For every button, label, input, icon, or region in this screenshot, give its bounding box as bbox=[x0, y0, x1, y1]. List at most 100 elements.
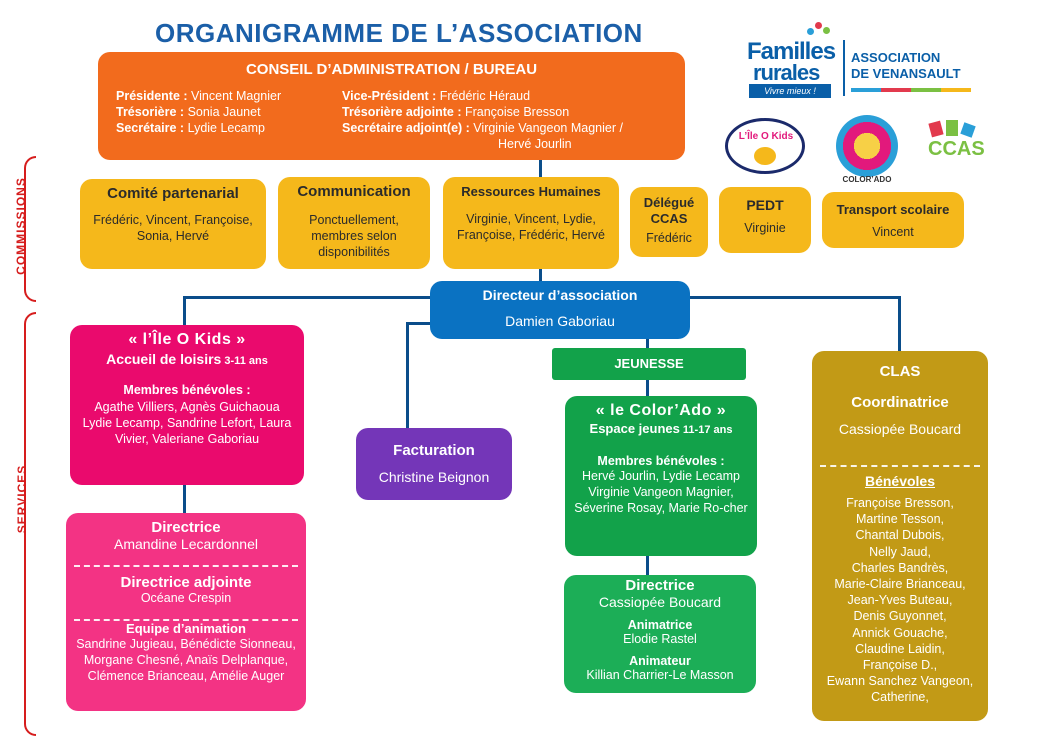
list-item: Denis Guyonnet, bbox=[853, 609, 947, 624]
services-label: SERVICES bbox=[15, 464, 29, 534]
commissions-label: COMMISSIONS bbox=[14, 177, 28, 275]
colorado-animateur-title: Animateur bbox=[629, 654, 691, 668]
colorado-title: « le Color’Ado » bbox=[595, 402, 727, 419]
ileokids-adjointe-name: Océane Crespin bbox=[140, 591, 232, 605]
commission-title: Délégué CCAS bbox=[643, 195, 695, 226]
commission-members: Virginie, Vincent, Lydie, Françoise, Fré… bbox=[457, 212, 605, 242]
connector bbox=[406, 322, 430, 325]
list-item: Ewann Sanchez Vangeon, bbox=[826, 674, 974, 689]
conseil-box: CONSEIL D’ADMINISTRATION / BUREAU Présid… bbox=[98, 52, 685, 160]
directeur-title: Directeur d’association bbox=[482, 287, 638, 303]
conseil-right-list: Vice-Président : Frédéric Héraud Trésori… bbox=[342, 88, 623, 152]
conseil-entry: Secrétaire adjoint(e) : Virginie Vangeon… bbox=[342, 121, 623, 135]
connector bbox=[898, 296, 901, 352]
conseil-title: CONSEIL D’ADMINISTRATION / BUREAU bbox=[245, 61, 538, 78]
connector bbox=[183, 483, 186, 515]
colorado-members: Hervé Jourlin, Lydie Lecamp Virginie Van… bbox=[574, 469, 748, 515]
commission-ressources-humaines: Ressources Humaines Virginie, Vincent, L… bbox=[443, 177, 619, 269]
list-item: Françoise Bresson, bbox=[846, 496, 954, 510]
colorado-animateur-name: Killian Charrier-Le Masson bbox=[586, 668, 734, 682]
conseil-entry: Vice-Président : Frédéric Héraud bbox=[342, 89, 531, 103]
conseil-left-list: Présidente : Vincent Magnier Trésorière … bbox=[116, 88, 281, 136]
logo-assoc-line2: DE VENANSAULT bbox=[851, 66, 961, 81]
ileokids-equipe-title: Equipe d’animation bbox=[126, 621, 246, 636]
connector bbox=[646, 338, 649, 350]
ileokids-box: « l’Île O Kids » Accueil de loisirs 3-11… bbox=[70, 325, 304, 485]
logo-brand-line1: Familles bbox=[747, 38, 836, 65]
divider bbox=[74, 619, 298, 621]
commission-members: Ponctuellement, membres selon disponibil… bbox=[309, 213, 399, 259]
commission-members: Frédéric bbox=[646, 231, 692, 245]
list-item: Claudine Laidin, bbox=[855, 641, 945, 656]
ileokids-subtitle-line: Accueil de loisirs 3-11 ans bbox=[70, 351, 304, 369]
colorado-directrice-name: Cassiopée Boucard bbox=[598, 594, 722, 610]
colorado-members-title: Membres bénévoles : bbox=[597, 454, 725, 468]
ileokids-subtitle: Accueil de loisirs bbox=[106, 351, 222, 367]
clas-benevoles-list: Françoise Bresson, Martine Tesson, Chant… bbox=[812, 495, 988, 706]
conseil-entry: Présidente : Vincent Magnier bbox=[116, 89, 282, 103]
clas-title: CLAS bbox=[879, 363, 921, 380]
list-item: Nelly Jaud, bbox=[869, 544, 931, 559]
conseil-entry: Trésorière : Sonia Jaunet bbox=[116, 105, 261, 119]
divider bbox=[74, 565, 298, 567]
logo-underline bbox=[851, 88, 971, 92]
connector bbox=[646, 380, 649, 396]
commission-title: Communication bbox=[297, 183, 411, 200]
directeur-box: Directeur d’association Damien Gaboriau bbox=[430, 281, 690, 339]
clas-coord-title: Coordinatrice bbox=[851, 394, 949, 411]
logo-assoc-line1: ASSOCIATION bbox=[851, 50, 941, 65]
commission-title: Comité partenarial bbox=[107, 185, 239, 202]
ileokids-directrice-name: Amandine Lecardonnel bbox=[114, 536, 258, 552]
colorado-logo: COLOR’ADO bbox=[836, 115, 898, 184]
commission-title: Transport scolaire bbox=[836, 202, 950, 217]
connector bbox=[183, 296, 431, 299]
commission-title: PEDT bbox=[746, 197, 784, 213]
colorado-staff-box: Directrice Cassiopée Boucard Animatrice … bbox=[564, 575, 756, 693]
divider bbox=[820, 465, 980, 467]
jeunesse-label-box: JEUNESSE bbox=[552, 348, 746, 380]
ileokids-title: « l’Île O Kids » bbox=[128, 331, 246, 348]
commission-delegue-ccas: Délégué CCAS Frédéric bbox=[630, 187, 708, 257]
connector bbox=[539, 268, 542, 282]
logo-brand-line2: rurales bbox=[753, 60, 820, 85]
connector bbox=[646, 556, 649, 576]
commission-members: Frédéric, Vincent, Françoise, Sonia, Her… bbox=[93, 213, 253, 243]
ileokids-logo: L’Île O Kids bbox=[725, 118, 805, 174]
colorado-subtitle: Espace jeunes bbox=[589, 421, 680, 436]
connector bbox=[406, 322, 409, 428]
conseil-entry: Trésorière adjointe : Françoise Bresson bbox=[342, 105, 570, 119]
commission-transport-scolaire: Transport scolaire Vincent bbox=[822, 192, 964, 248]
colorado-logo-text: COLOR’ADO bbox=[842, 175, 892, 184]
list-item: Catherine, bbox=[871, 690, 929, 705]
commission-title: Ressources Humaines bbox=[461, 184, 601, 199]
colorado-ages: 11-17 ans bbox=[679, 424, 733, 436]
conseil-entry-extra: Hervé Jourlin bbox=[498, 137, 572, 151]
clas-box: CLAS Coordinatrice Cassiopée Boucard Bén… bbox=[812, 351, 988, 721]
ileokids-staff-box: Directrice Amandine Lecardonnel Directri… bbox=[66, 513, 306, 711]
colorado-animatrice-name: Elodie Rastel bbox=[623, 632, 697, 646]
list-item: Jean-Yves Buteau, bbox=[847, 593, 953, 608]
commission-members: Vincent bbox=[872, 225, 914, 239]
logo-dots-icon bbox=[807, 22, 831, 40]
connector bbox=[539, 158, 542, 180]
connector bbox=[183, 296, 186, 326]
facturation-name: Christine Beignon bbox=[378, 469, 490, 485]
list-item: Charles Bandrès, bbox=[851, 560, 949, 575]
logo-tagline: Vivre mieux ! bbox=[749, 84, 831, 98]
commission-members: Virginie bbox=[744, 221, 786, 235]
familles-rurales-logo: Familles rurales Vivre mieux ! ASSOCIATI… bbox=[745, 22, 985, 102]
ileokids-ages: 3-11 ans bbox=[221, 355, 268, 367]
ileokids-members-title: Membres bénévoles : bbox=[123, 383, 251, 397]
connector bbox=[690, 296, 900, 299]
list-item: Chantal Dubois, bbox=[855, 528, 945, 543]
list-item: Marie-Claire Brianceau, bbox=[834, 577, 966, 592]
ileokids-directrice-title: Directrice bbox=[151, 519, 221, 536]
clas-benevoles-title: Bénévoles bbox=[864, 473, 936, 489]
ileokids-logo-text: L’Île O Kids bbox=[738, 131, 794, 142]
list-item: Annick Gouache, bbox=[852, 625, 948, 640]
ileokids-equipe-members: Sandrine Jugieau, Bénédicte Sionneau, Mo… bbox=[76, 637, 296, 683]
colorado-box: « le Color’Ado » Espace jeunes 11-17 ans… bbox=[565, 396, 757, 556]
jeunesse-label: JEUNESSE bbox=[614, 356, 684, 371]
page-title: ORGANIGRAMME DE L’ASSOCIATION bbox=[155, 18, 643, 48]
facturation-title: Facturation bbox=[393, 442, 475, 459]
